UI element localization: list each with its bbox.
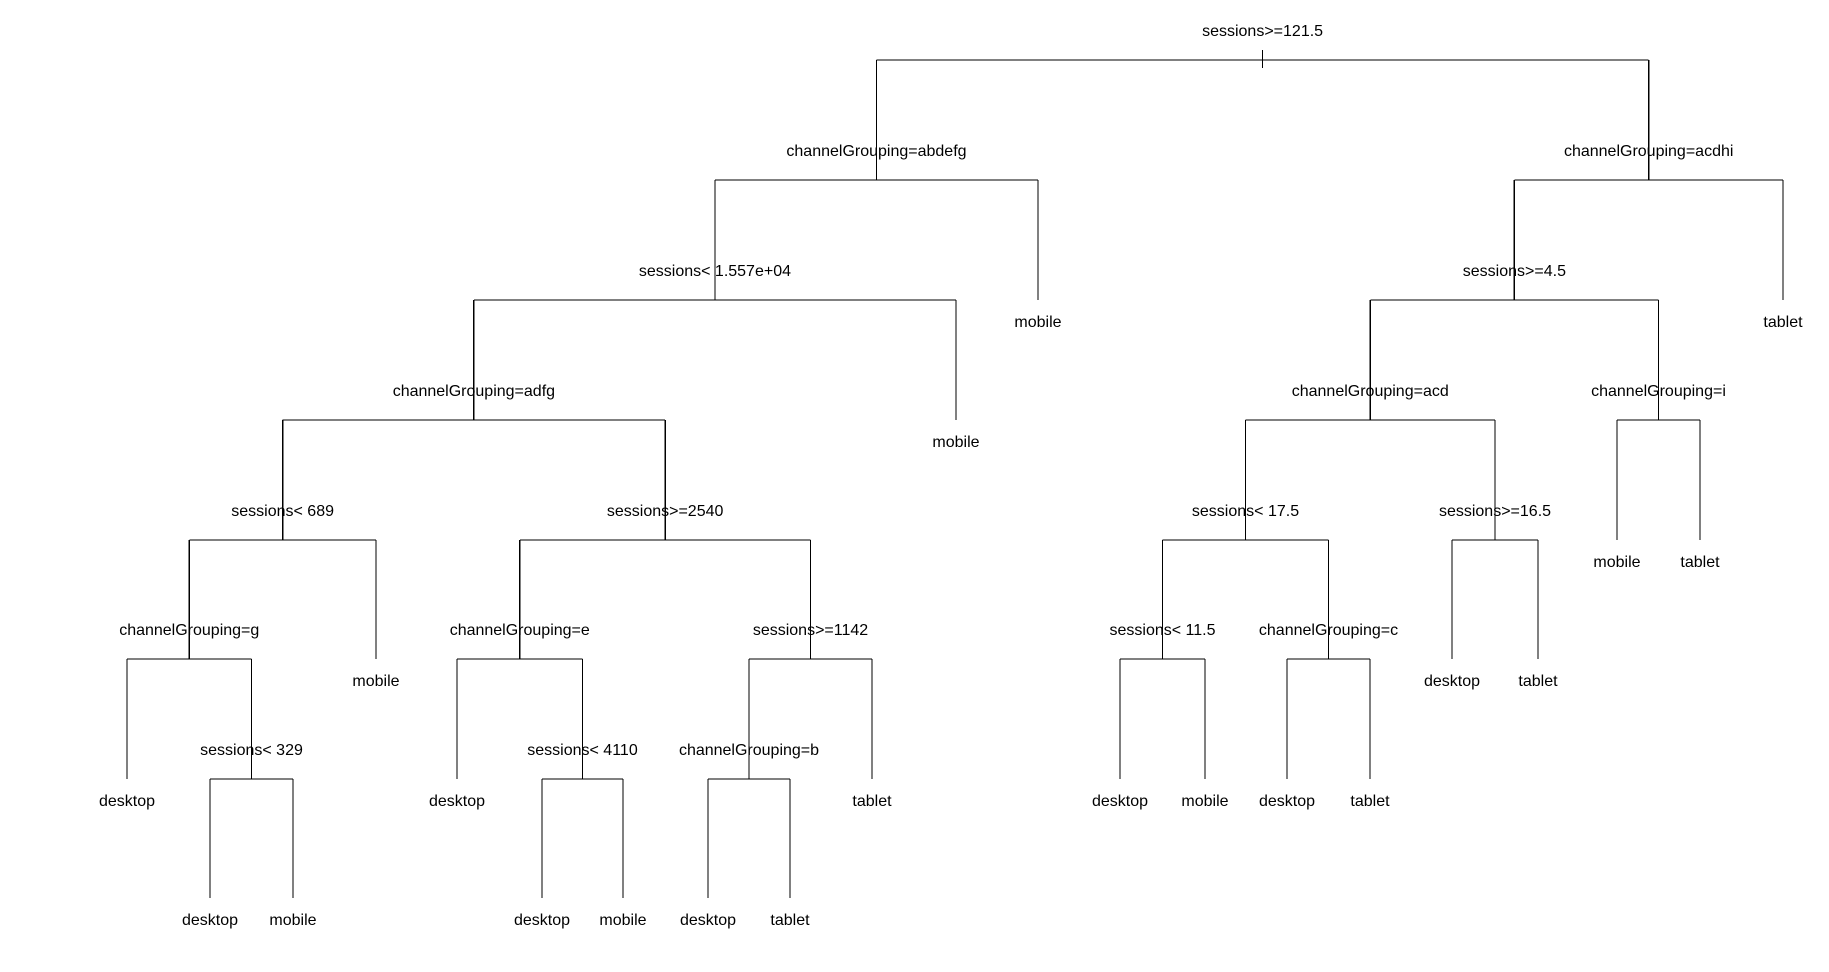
split-label: sessions< 17.5 bbox=[1192, 503, 1299, 520]
tree-labels: desktop desktop mobile sessions< 329 channel… bbox=[99, 23, 1803, 929]
split-label: sessions>=4.5 bbox=[1463, 263, 1566, 280]
leaf-label: tablet bbox=[770, 912, 810, 929]
leaf-label: mobile bbox=[1181, 793, 1228, 810]
leaf-label: mobile bbox=[599, 912, 646, 929]
split-label: sessions< 1.557e+04 bbox=[639, 263, 791, 280]
leaf-label: desktop bbox=[429, 793, 485, 810]
leaf-label: tablet bbox=[1518, 673, 1558, 690]
leaf-label: mobile bbox=[1593, 554, 1640, 571]
split-label: channelGrouping=g bbox=[119, 622, 259, 639]
split-label: channelGrouping=acd bbox=[1292, 383, 1449, 400]
split-label: channelGrouping=b bbox=[679, 742, 819, 759]
split-label: sessions< 689 bbox=[231, 503, 334, 520]
split-label: channelGrouping=i bbox=[1591, 383, 1726, 400]
leaf-label: mobile bbox=[269, 912, 316, 929]
split-label: channelGrouping=adfg bbox=[393, 383, 555, 400]
split-label: sessions< 329 bbox=[200, 742, 303, 759]
leaf-label: tablet bbox=[1680, 554, 1720, 571]
leaf-label: mobile bbox=[1014, 314, 1061, 331]
leaf-label: tablet bbox=[1350, 793, 1390, 810]
leaf-label: desktop bbox=[1259, 793, 1315, 810]
leaf-label: desktop bbox=[182, 912, 238, 929]
split-label: channelGrouping=c bbox=[1259, 622, 1398, 639]
split-label: channelGrouping=acdhi bbox=[1564, 143, 1733, 160]
leaf-label: desktop bbox=[1092, 793, 1148, 810]
leaf-label: desktop bbox=[514, 912, 570, 929]
split-label: sessions>=16.5 bbox=[1439, 503, 1551, 520]
split-label: channelGrouping=abdefg bbox=[786, 143, 966, 160]
leaf-label: desktop bbox=[680, 912, 736, 929]
split-label: sessions>=1142 bbox=[753, 622, 868, 639]
tree-edges bbox=[126, 50, 1784, 898]
split-label: sessions>=121.5 bbox=[1202, 23, 1323, 40]
split-label: sessions< 4110 bbox=[527, 742, 638, 759]
leaf-label: desktop bbox=[1424, 673, 1480, 690]
split-label: channelGrouping=e bbox=[450, 622, 590, 639]
leaf-label: tablet bbox=[852, 793, 892, 810]
leaf-label: mobile bbox=[352, 673, 399, 690]
leaf-label: desktop bbox=[99, 793, 155, 810]
leaf-label: tablet bbox=[1763, 314, 1803, 331]
split-label: sessions>=2540 bbox=[607, 503, 724, 520]
split-label: sessions< 11.5 bbox=[1110, 622, 1216, 639]
leaf-label: mobile bbox=[932, 434, 979, 451]
